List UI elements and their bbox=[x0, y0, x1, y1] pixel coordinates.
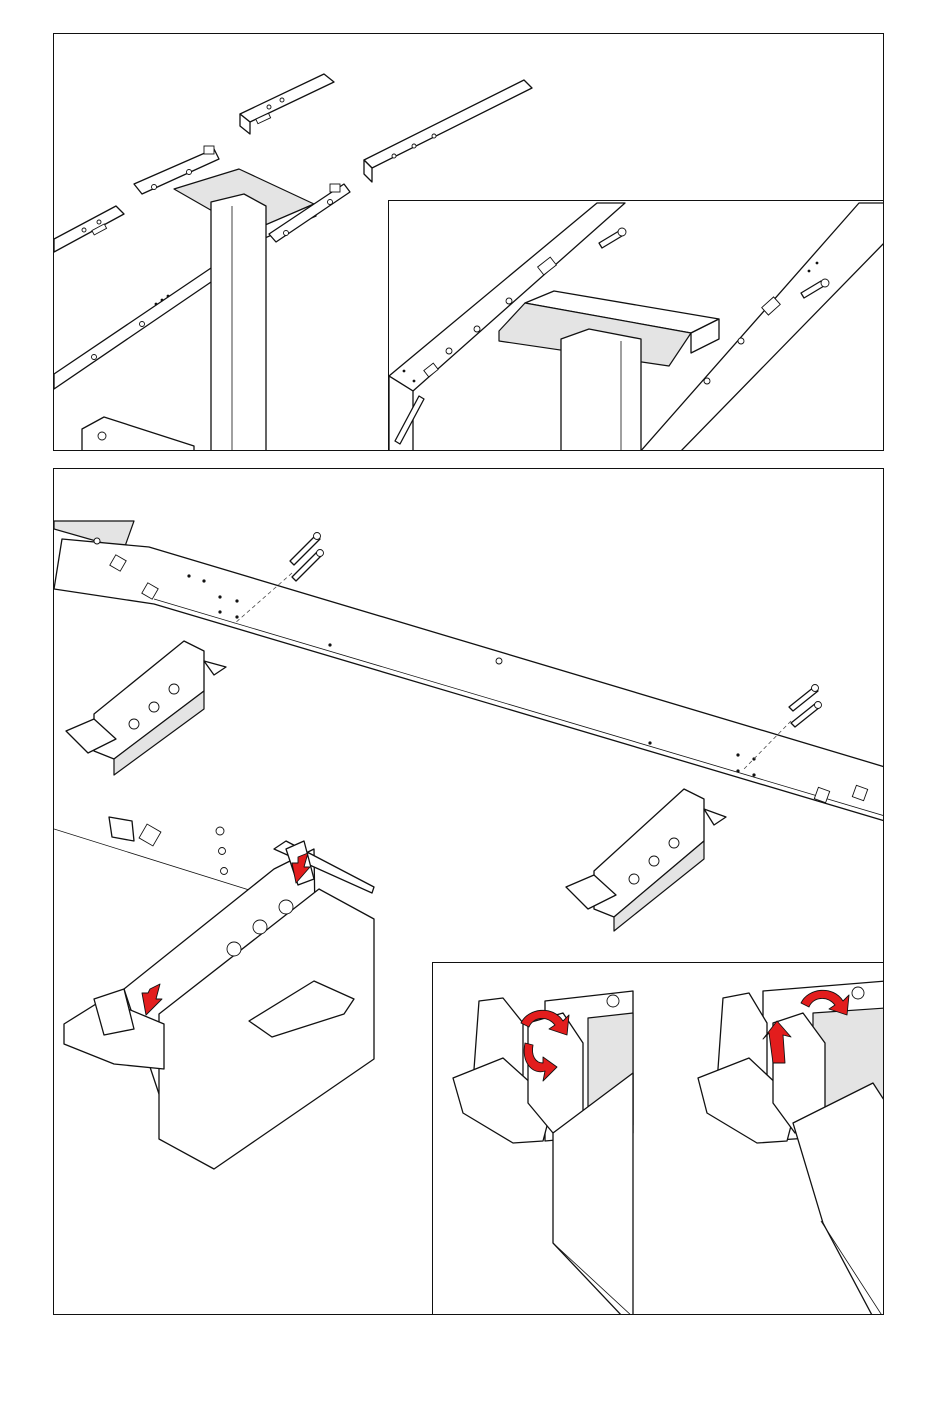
leg-column bbox=[211, 194, 266, 451]
left-rail-upper bbox=[54, 206, 124, 252]
step-2-panel bbox=[53, 468, 884, 1315]
left-bracket bbox=[66, 641, 226, 775]
latch-detail-illustration bbox=[433, 963, 884, 1315]
latch-view-left bbox=[453, 991, 633, 1315]
step-1-panel bbox=[53, 33, 884, 451]
left-rail-lower bbox=[54, 266, 214, 389]
right-bracket bbox=[566, 789, 726, 931]
bolt-icon bbox=[599, 228, 626, 248]
bolt-detail-inset bbox=[388, 200, 884, 451]
bolt-detail-illustration bbox=[389, 201, 884, 451]
foot-base bbox=[82, 417, 194, 451]
upper-rail-long bbox=[364, 80, 532, 182]
latch-view-right bbox=[698, 981, 884, 1315]
upper-rail-short bbox=[240, 74, 334, 134]
inset-column bbox=[561, 329, 641, 451]
latch-detail-inset bbox=[432, 962, 884, 1315]
closeup-assembly bbox=[54, 817, 374, 1169]
